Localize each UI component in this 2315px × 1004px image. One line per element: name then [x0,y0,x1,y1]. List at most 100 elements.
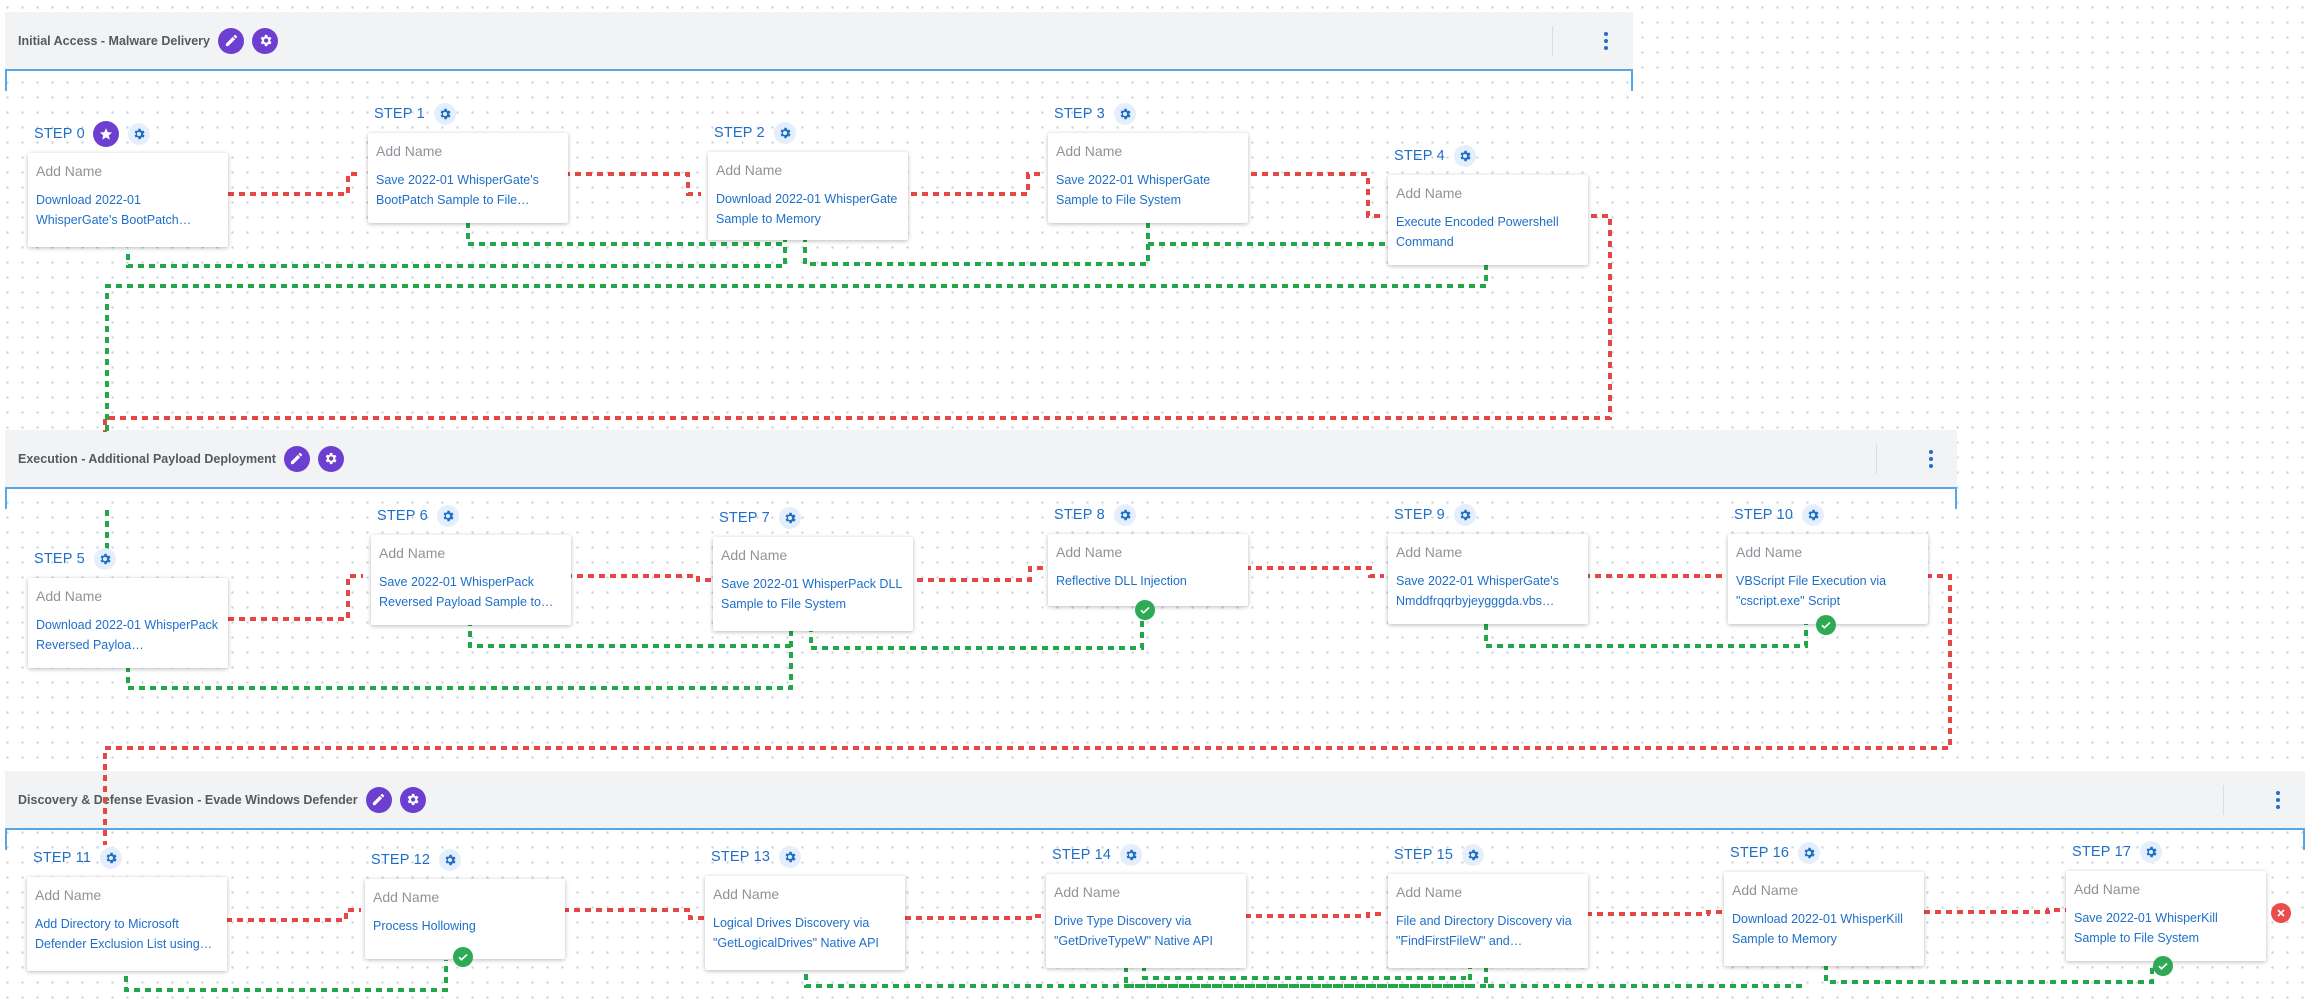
step-description[interactable]: Logical Drives Discovery via "GetLogical… [713,916,879,950]
lane-body [5,487,1957,509]
step-settings-button[interactable] [433,103,456,125]
step-name-field[interactable]: Add Name [1736,544,1803,560]
step-card[interactable]: Add Name Download 2022-01 WhisperPack Re… [28,578,228,668]
step-settings-button[interactable] [1462,844,1485,866]
pencil-icon [291,452,303,465]
step-card[interactable]: Add Name Reflective DLL Injection [1048,534,1248,606]
step-name-field[interactable]: Add Name [376,143,443,159]
step-description[interactable]: Download 2022-01 WhisperGate's BootPatch… [36,193,192,227]
lane-menu-button[interactable] [2266,786,2290,814]
step-card[interactable]: Add Name Save 2022-01 WhisperGate's Nmdd… [1388,534,1588,624]
step-label: STEP 4 [1394,145,1476,167]
step-settings-button[interactable] [93,548,116,570]
step-description[interactable]: Save 2022-01 WhisperGate's BootPatch Sam… [376,173,539,207]
step-card[interactable]: Add Name File and Directory Discovery vi… [1388,874,1588,968]
step-description[interactable]: Download 2022-01 WhisperPack Reversed Pa… [36,618,219,652]
step-settings-button[interactable] [778,507,801,529]
lane-menu-button[interactable] [1919,445,1943,473]
step-card[interactable]: Add Name VBScript File Execution via "cs… [1728,534,1928,624]
step-card[interactable]: Add Name Download 2022-01 WhisperGate Sa… [708,152,908,240]
step-description[interactable]: Download 2022-01 WhisperKill Sample to M… [1732,912,1903,946]
step-description[interactable]: File and Directory Discovery via "FindFi… [1396,914,1572,948]
step-description[interactable]: Process Hollowing [373,919,476,933]
step-settings-button[interactable] [1113,103,1136,125]
step-name-field[interactable]: Add Name [716,162,783,178]
step-settings-button[interactable] [1453,504,1476,526]
step-description[interactable]: VBScript File Execution via "cscript.exe… [1736,574,1887,608]
step-settings-button[interactable] [1453,145,1476,167]
step-11: STEP 11 Add Name Add Directory to Micros… [27,847,227,971]
step-8: STEP 8 Add Name Reflective DLL Injection [1048,504,1248,620]
step-description[interactable]: Save 2022-01 WhisperGate Sample to File … [1056,173,1211,207]
step-card[interactable]: Add Name Download 2022-01 WhisperKill Sa… [1724,872,1924,966]
lane-menu-button[interactable] [1594,27,1618,55]
checkmark-icon [2158,962,2168,970]
edit-lane-button[interactable] [283,445,310,472]
step-name-field[interactable]: Add Name [1396,185,1463,201]
edit-lane-button[interactable] [218,27,244,54]
step-description[interactable]: Save 2022-01 WhisperPack DLL Sample to F… [721,577,902,611]
step-card[interactable]: Add Name Download 2022-01 WhisperGate's … [28,153,228,247]
lane-settings-button[interactable] [399,786,426,813]
step-name-field[interactable]: Add Name [379,545,446,561]
step-name-field[interactable]: Add Name [1732,882,1799,898]
step-name-field[interactable]: Add Name [1054,884,1121,900]
step-name-field[interactable]: Add Name [36,588,103,604]
step-settings-button[interactable] [773,122,796,144]
step-settings-button[interactable] [439,849,462,871]
step-description[interactable]: Drive Type Discovery via "GetDriveTypeW"… [1054,914,1213,948]
edit-lane-button[interactable] [365,786,392,813]
step-card[interactable]: Add Name Logical Drives Discovery via "G… [705,876,905,970]
lane-settings-button[interactable] [252,27,278,54]
lane-settings-button[interactable] [317,445,344,472]
step-card[interactable]: Add Name Save 2022-01 WhisperGate Sample… [1048,133,1248,223]
step-settings-button[interactable] [436,505,459,527]
step-card[interactable]: Add Name Add Directory to Microsoft Defe… [27,877,227,971]
step-description[interactable]: Download 2022-01 WhisperGate Sample to M… [716,192,898,226]
step-description[interactable]: Save 2022-01 WhisperPack Reversed Payloa… [379,575,554,609]
step-description[interactable]: Add Directory to Microsoft Defender Excl… [35,917,213,951]
step-card[interactable]: Add Name Drive Type Discovery via "GetDr… [1046,874,1246,968]
step-label-text: STEP 1 [374,106,425,122]
step-card[interactable]: Add Name Save 2022-01 WhisperGate's Boot… [368,133,568,223]
checkmark-icon [458,953,468,961]
step-settings-button[interactable] [779,846,802,868]
step-description[interactable]: Reflective DLL Injection [1056,574,1187,588]
step-description[interactable]: Execute Encoded Powershell Command [1396,215,1559,249]
step-name-field[interactable]: Add Name [2074,881,2141,897]
step-name-field[interactable]: Add Name [1396,544,1463,560]
star-icon [99,128,112,140]
step-card[interactable]: Add Name Save 2022-01 WhisperKill Sample… [2066,871,2266,961]
step-9: STEP 9 Add Name Save 2022-01 WhisperGate… [1388,504,1588,624]
step-name-field[interactable]: Add Name [1396,884,1463,900]
step-settings-button[interactable] [1113,504,1136,526]
step-card[interactable]: Add Name Save 2022-01 WhisperPack Revers… [371,535,571,625]
step-name-field[interactable]: Add Name [36,163,103,179]
gear-icon [1468,849,1479,861]
pencil-icon [372,793,385,806]
step-label: STEP 1 [374,103,456,125]
step-name-field[interactable]: Add Name [1056,143,1123,159]
step-settings-button[interactable] [127,123,150,145]
step-description[interactable]: Save 2022-01 WhisperKill Sample to File … [2074,911,2218,945]
lane-execution: Execution - Additional Payload Deploymen… [5,430,1957,510]
step-name-field[interactable]: Add Name [1056,544,1123,560]
step-14: STEP 14 Add Name Drive Type Discovery vi… [1046,844,1246,968]
step-settings-button[interactable] [2140,841,2163,863]
step-settings-button[interactable] [100,847,123,869]
step-settings-button[interactable] [1798,842,1821,864]
step-settings-button[interactable] [1802,504,1825,526]
step-settings-button[interactable] [1120,844,1143,866]
step-card[interactable]: Add Name Save 2022-01 WhisperPack DLL Sa… [713,537,913,631]
lane-header: Execution - Additional Payload Deploymen… [5,430,1957,487]
gear-icon [445,854,456,866]
step-card[interactable]: Add Name Process Hollowing [365,879,565,959]
step-name-field[interactable]: Add Name [35,887,102,903]
step-label-text: STEP 11 [33,850,92,866]
step-name-field[interactable]: Add Name [373,889,440,905]
step-name-field[interactable]: Add Name [721,547,788,563]
step-card[interactable]: Add Name Execute Encoded Powershell Comm… [1388,175,1588,265]
step-6: STEP 6 Add Name Save 2022-01 WhisperPack… [371,505,571,625]
step-name-field[interactable]: Add Name [713,886,780,902]
step-description[interactable]: Save 2022-01 WhisperGate's Nmddfrqqrbyje… [1396,574,1559,608]
